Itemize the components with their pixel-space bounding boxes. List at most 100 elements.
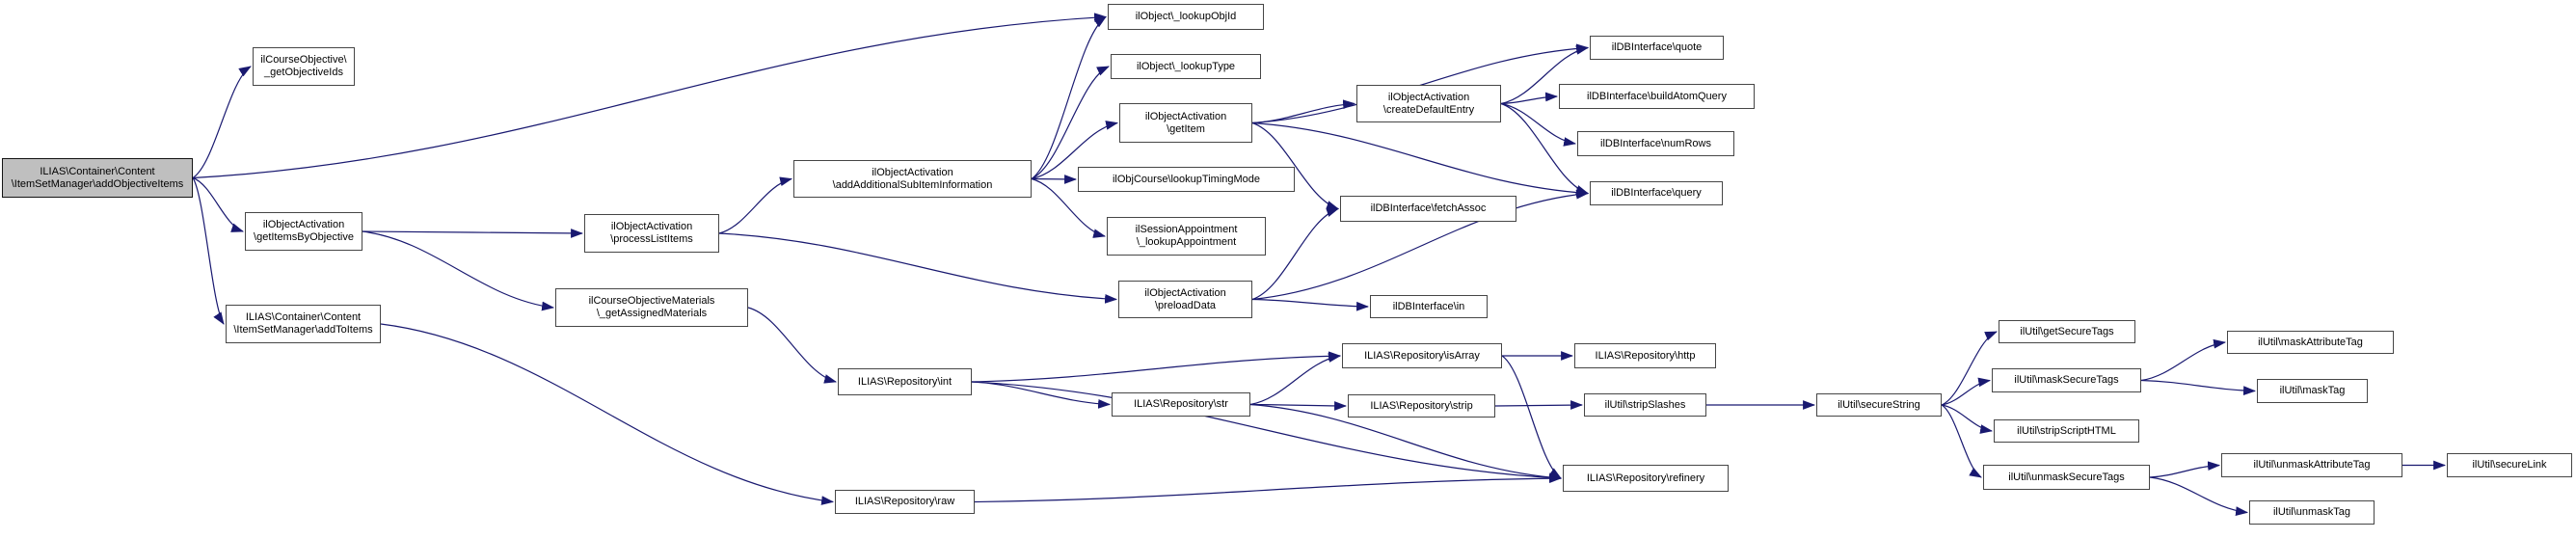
node-label-line: ILIAS\Repository\refinery	[1586, 472, 1705, 484]
edge-unmaskSecureTags-to-unmaskTag	[2149, 476, 2249, 516]
node-getObjectiveIds[interactable]: ilCourseObjective\_getObjectiveIds	[253, 47, 355, 86]
node-getSecureTags[interactable]: ilUtil\getSecureTags	[1999, 320, 2135, 343]
edge-addObjectiveItems-to-getItemsByObjective	[192, 176, 245, 232]
edge-secureString-to-unmaskSecureTags	[1941, 404, 1982, 478]
node-label-line: ilUtil\unmaskAttributeTag	[2253, 459, 2371, 471]
edge-addAdditionalSubItemInformation-to-lookupAppointment	[1031, 177, 1107, 238]
node-label-line: ilObjectActivation	[610, 221, 693, 232]
node-http[interactable]: ILIAS\Repository\http	[1574, 343, 1716, 368]
node-label-line: ilUtil\unmaskSecureTags	[2008, 471, 2125, 483]
node-maskSecureTags[interactable]: ilUtil\maskSecureTags	[1992, 368, 2141, 392]
node-processListItems[interactable]: ilObjectActivation\processListItems	[584, 214, 719, 253]
node-repoInt[interactable]: ILIAS\Repository\int	[838, 368, 972, 395]
node-lookupType[interactable]: ilObject\_lookupType	[1111, 54, 1261, 79]
node-unmaskAttributeTag[interactable]: ilUtil\unmaskAttributeTag	[2221, 453, 2402, 477]
node-getItemsByObjective[interactable]: ilObjectActivation\getItemsByObjective	[245, 212, 362, 251]
node-label-line: ilUtil\stripScriptHTML	[2017, 424, 2116, 437]
edge-repoStr-to-strip	[1249, 401, 1348, 411]
edge-repoStr-to-isArray	[1249, 353, 1342, 406]
node-stripScriptHTML[interactable]: ilUtil\stripScriptHTML	[1994, 419, 2139, 443]
node-query[interactable]: ilDBInterface\query	[1590, 181, 1723, 205]
edge-getItemsByObjective-to-processListItems	[362, 229, 584, 238]
edge-maskSecureTags-to-maskAttributeTag	[2140, 338, 2227, 382]
node-buildAtomQuery[interactable]: ilDBInterface\buildAtomQuery	[1559, 84, 1755, 109]
edge-addToItems-to-repoRaw	[380, 323, 835, 505]
node-label-line: ILIAS\Repository\http	[1595, 349, 1696, 362]
node-lookupObjId[interactable]: ilObject\_lookupObjId	[1108, 4, 1264, 30]
node-label-line: ILIAS\Container\Content	[245, 311, 362, 323]
edge-repoInt-to-repoStr	[971, 381, 1112, 409]
node-getAssignedMaterials[interactable]: ilCourseObjectiveMaterials\_getAssignedM…	[555, 288, 748, 327]
edge-preloadData-to-fetchAssoc	[1251, 207, 1340, 301]
node-repoRaw[interactable]: ILIAS\Repository\raw	[835, 490, 975, 514]
edge-addAdditionalSubItemInformation-to-lookupTimingMode	[1031, 175, 1078, 184]
node-label-line: ilDBInterface\fetchAssoc	[1370, 202, 1487, 214]
node-secureString[interactable]: ilUtil\secureString	[1816, 393, 1942, 417]
edge-repoInt-to-isArray	[971, 351, 1342, 383]
node-strip[interactable]: ILIAS\Repository\strip	[1348, 394, 1495, 418]
node-isArray[interactable]: ILIAS\Repository\isArray	[1342, 343, 1502, 368]
node-preloadData[interactable]: ilObjectActivation\preloadData	[1118, 281, 1252, 318]
node-label-line: ILIAS\Repository\str	[1134, 398, 1228, 410]
node-addAdditionalSubItemInformation[interactable]: ilObjectActivation\addAdditionalSubItemI…	[793, 160, 1032, 198]
node-repoStr[interactable]: ILIAS\Repository\str	[1112, 392, 1250, 417]
edge-getItem-to-fetchAssoc	[1251, 121, 1340, 210]
node-secureLink[interactable]: ilUtil\secureLink	[2447, 453, 2572, 477]
node-label-line: ilUtil\getSecureTags	[2020, 325, 2114, 337]
node-label-line: ilObject\_lookupType	[1136, 60, 1236, 72]
node-refinery[interactable]: ILIAS\Repository\refinery	[1563, 465, 1729, 492]
node-label-line: ILIAS\Repository\isArray	[1364, 349, 1480, 362]
node-label-line: ilSessionAppointment	[1135, 224, 1238, 235]
edge-isArray-to-refinery	[1501, 355, 1562, 479]
node-createDefaultEntry[interactable]: ilObjectActivation\createDefaultEntry	[1356, 85, 1501, 122]
node-maskTag[interactable]: ilUtil\maskTag	[2257, 379, 2368, 403]
node-label-line: \_lookupAppointment	[1136, 236, 1237, 248]
edge-processListItems-to-addAdditionalSubItemInformation	[718, 176, 793, 234]
node-label-line: ilObjectActivation	[1144, 110, 1227, 122]
node-unmaskSecureTags[interactable]: ilUtil\unmaskSecureTags	[1983, 465, 2150, 490]
node-label-line: \processListItems	[610, 233, 693, 245]
node-unmaskTag[interactable]: ilUtil\unmaskTag	[2249, 500, 2375, 525]
node-label-line: ilObjectActivation	[262, 219, 345, 230]
node-quote[interactable]: ilDBInterface\quote	[1590, 36, 1724, 60]
edge-getItemsByObjective-to-getAssignedMaterials	[362, 230, 555, 311]
node-getItem[interactable]: ilObjectActivation\getItem	[1119, 103, 1252, 143]
node-label-line: \ItemSetManager\addToItems	[233, 324, 373, 336]
node-label-line: \getItemsByObjective	[254, 231, 354, 243]
node-label-line: ilUtil\secureString	[1838, 398, 1920, 411]
edge-preloadData-to-dbIn	[1251, 298, 1370, 311]
edge-createDefaultEntry-to-query	[1500, 102, 1590, 195]
node-addObjectiveItems[interactable]: ILIAS\Container\Content\ItemSetManager\a…	[2, 158, 193, 198]
edge-createDefaultEntry-to-quote	[1500, 45, 1590, 105]
edge-getItem-to-query	[1251, 121, 1590, 198]
node-label-line: \getItem	[1167, 122, 1205, 135]
edge-repoStr-to-refinery	[1249, 403, 1563, 482]
node-label-line: ILIAS\Repository\int	[857, 375, 953, 388]
edge-repoInt-to-refinery	[971, 381, 1563, 483]
node-label-line: ilObjectActivation	[1144, 286, 1226, 299]
node-label-line: ilDBInterface\numRows	[1600, 137, 1711, 149]
node-label-line: \_getAssignedMaterials	[596, 308, 708, 319]
node-lookupTimingMode[interactable]: ilObjCourse\lookupTimingMode	[1078, 167, 1295, 192]
edge-processListItems-to-preloadData	[718, 232, 1118, 304]
edge-secureString-to-getSecureTags	[1941, 331, 1998, 406]
edge-addAdditionalSubItemInformation-to-lookupType	[1031, 66, 1110, 180]
edge-addObjectiveItems-to-lookupObjId	[192, 13, 1108, 179]
node-label-line: \preloadData	[1155, 299, 1216, 311]
node-label-line: ilUtil\unmaskTag	[2272, 506, 2351, 518]
node-stripSlashes[interactable]: ilUtil\stripSlashes	[1584, 393, 1706, 417]
node-label-line: ilUtil\stripSlashes	[1604, 398, 1686, 411]
node-maskAttributeTag[interactable]: ilUtil\maskAttributeTag	[2227, 331, 2394, 354]
node-numRows[interactable]: ilDBInterface\numRows	[1577, 131, 1734, 156]
node-label-line: ilUtil\secureLink	[2472, 459, 2547, 471]
node-lookupAppointment[interactable]: ilSessionAppointment\_lookupAppointment	[1107, 217, 1266, 256]
edge-addAdditionalSubItemInformation-to-getItem	[1031, 121, 1119, 180]
node-addToItems[interactable]: ILIAS\Container\Content\ItemSetManager\a…	[226, 305, 381, 343]
node-fetchAssoc[interactable]: ilDBInterface\fetchAssoc	[1340, 196, 1516, 222]
node-label-line: \ItemSetManager\addObjectiveItems	[11, 177, 184, 190]
node-label-line: ILIAS\Container\Content	[40, 165, 155, 177]
node-label-line: ilCourseObjectiveMaterials	[588, 295, 715, 307]
edge-unmaskSecureTags-to-unmaskAttributeTag	[2149, 461, 2221, 478]
node-dbIn[interactable]: ilDBInterface\in	[1370, 295, 1488, 318]
